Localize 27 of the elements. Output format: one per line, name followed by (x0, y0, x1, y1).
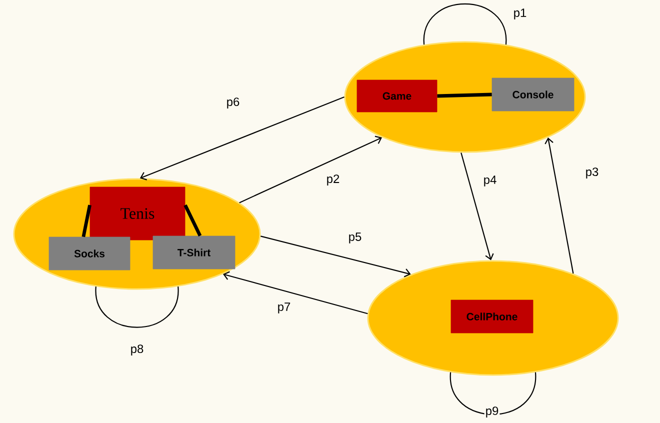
edge-label: p4 (482, 174, 498, 188)
item-box: Socks (48, 236, 130, 270)
arrow (460, 152, 494, 260)
loop-line (424, 3, 507, 45)
edge-label: p2 (325, 174, 341, 186)
edge-label: p6 (225, 96, 241, 110)
arrow (140, 96, 344, 180)
edge-label: p1 (512, 8, 528, 20)
arrow (544, 137, 574, 274)
connector-line (82, 204, 92, 238)
connector-line (437, 92, 492, 98)
connector-line (184, 204, 202, 237)
item-box: T-Shirt (152, 236, 236, 270)
edge-label: p9 (484, 406, 500, 418)
arrow (223, 271, 368, 314)
edge-label: p7 (276, 302, 292, 314)
loop-line (95, 286, 179, 328)
item-box: CellPhone (450, 300, 534, 334)
edge-label: p5 (347, 232, 363, 244)
edge-label: p3 (584, 166, 600, 180)
item-box: Console (492, 78, 574, 112)
arrow (260, 236, 411, 278)
arrow (239, 136, 382, 204)
loop-line (450, 372, 536, 415)
edge-label: p8 (129, 344, 145, 356)
item-box: Game (356, 80, 438, 112)
item-box: Tenis (90, 186, 186, 240)
